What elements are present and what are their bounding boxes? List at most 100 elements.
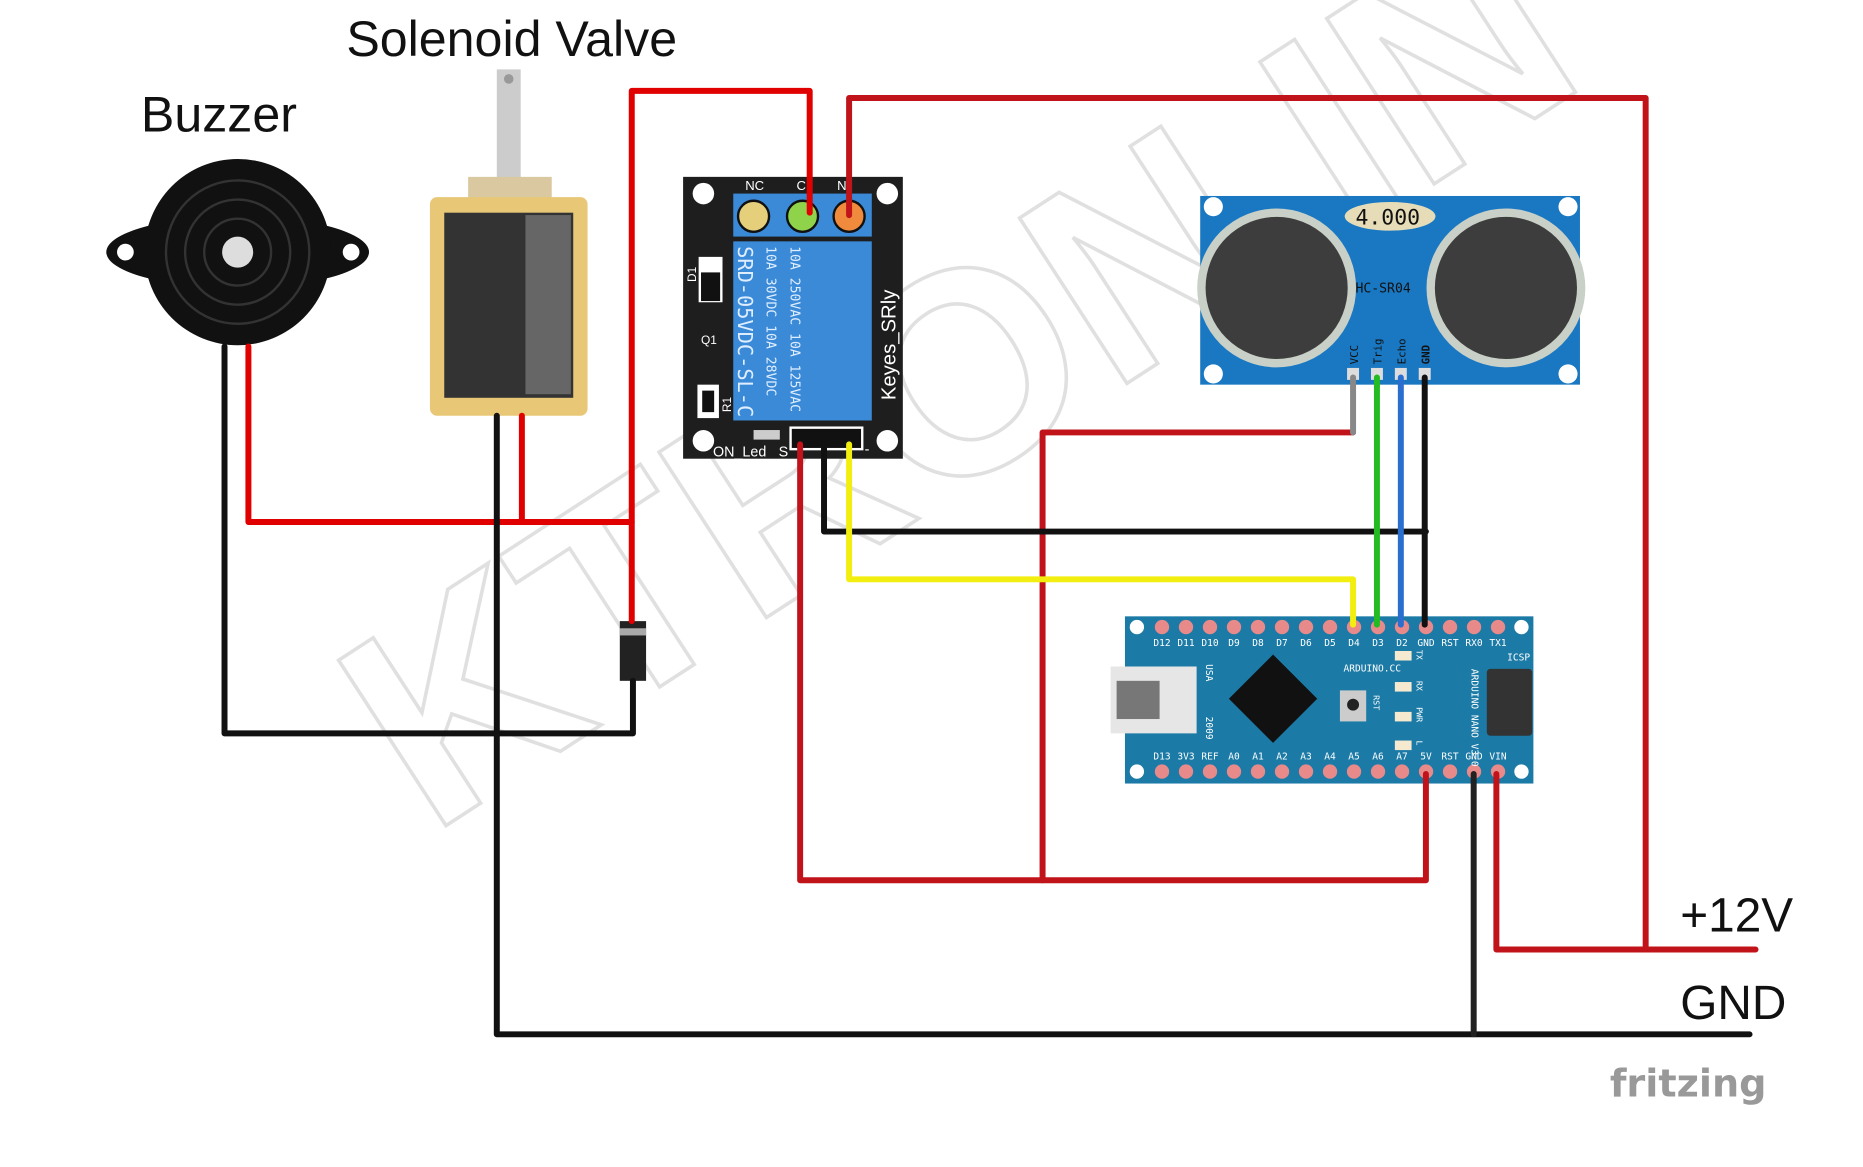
relay-nc-label: NC <box>745 178 764 193</box>
wire-relay-in-d4 <box>846 441 1357 628</box>
pin-label: A2 <box>1276 752 1288 763</box>
pin-label: D4 <box>1348 638 1360 649</box>
led-pwr: PWR <box>1414 707 1424 723</box>
pin-ref <box>1202 764 1218 779</box>
led-l: L <box>1414 741 1424 746</box>
relay-minus-label: - <box>865 442 870 458</box>
pin-label: 5V <box>1420 752 1432 763</box>
pin-a5 <box>1346 764 1362 779</box>
plus-12v-label: +12V <box>1680 890 1793 943</box>
pin-a0 <box>1226 764 1242 779</box>
relay-module <box>683 176 903 459</box>
led-rx: RX <box>1414 681 1424 691</box>
diode <box>619 621 647 681</box>
sensor-pin-echo: Echo <box>1396 338 1409 364</box>
pin-label: A1 <box>1252 752 1264 763</box>
arduino-bottom-pins: D13 3V3 REF A0 A1 A2 A3 A4 A5 A6 A7 5V RST GND VIN <box>1153 752 1507 779</box>
arduino-nano <box>1110 616 1534 784</box>
pin-label: RST <box>1441 752 1458 763</box>
solenoid-valve <box>429 69 588 416</box>
pin-a4 <box>1322 764 1338 779</box>
pin-d12 <box>1154 619 1170 635</box>
fritzing-logo: fritzing <box>1610 1062 1767 1106</box>
relay-name: Keyes_SRly <box>879 289 901 400</box>
sensor-display: 4.000 <box>1355 206 1420 231</box>
pin-label: D12 <box>1153 638 1170 649</box>
pin-d11 <box>1178 619 1194 635</box>
arduino-brand: ARDUINO.CC <box>1344 663 1401 674</box>
pin-label: A3 <box>1300 752 1312 763</box>
pin-label: D6 <box>1300 638 1312 649</box>
pin-label: RX0 <box>1465 638 1482 649</box>
pin-label: D11 <box>1177 638 1194 649</box>
pin-label: A0 <box>1228 752 1240 763</box>
sensor-pin-vcc: VCC <box>1348 345 1361 364</box>
wire-relay-com <box>628 87 813 625</box>
gnd-label: GND <box>1680 977 1786 1030</box>
relay-no-label: N <box>837 178 846 193</box>
arduino-model: ARDUINO NANO V3.0 <box>1468 669 1479 767</box>
relay-model: SRD-05VDC-SL-C <box>733 246 757 417</box>
pin-label: REF <box>1201 752 1218 763</box>
pin-a1 <box>1250 764 1266 779</box>
relay-c-label: C <box>797 178 806 193</box>
pin-rx0 <box>1466 619 1482 635</box>
sensor-pin-trig: Trig <box>1372 338 1385 364</box>
buzzer <box>106 158 370 346</box>
pin-label: A7 <box>1396 752 1408 763</box>
arduino-rst: RST <box>1371 695 1381 710</box>
arduino-year: 2009 <box>1203 717 1214 740</box>
wire-relay-gnd <box>821 441 1429 535</box>
pin-label: 3V3 <box>1177 752 1194 763</box>
pin-a2 <box>1274 764 1290 779</box>
pin-label: D7 <box>1276 638 1288 649</box>
pin-label: A5 <box>1348 752 1360 763</box>
pin-label: D8 <box>1252 638 1264 649</box>
solenoid-label: Solenoid Valve <box>346 11 677 67</box>
pin-tx1 <box>1490 619 1506 635</box>
pin-d7 <box>1274 619 1290 635</box>
pin-a7 <box>1394 764 1410 779</box>
relay-rating-dc: 10A 30VDC 10A 28VDC <box>763 246 778 396</box>
pin-d8 <box>1250 619 1266 635</box>
pin-d13 <box>1154 764 1170 779</box>
relay-q1-label: Q1 <box>701 333 717 347</box>
pin-label: D13 <box>1153 752 1170 763</box>
wires <box>221 87 1759 1038</box>
wire-relay-signal-5v <box>797 441 1429 884</box>
pin-label: A6 <box>1372 752 1384 763</box>
led-tx: TX <box>1414 650 1424 660</box>
pin-label: TX1 <box>1489 638 1506 649</box>
relay-s-label: S <box>779 444 789 460</box>
sensor-pin-gnd: GND <box>1419 345 1432 364</box>
pin-d10 <box>1202 619 1218 635</box>
pin-a6 <box>1370 764 1386 779</box>
sensor-name: HC-SR04 <box>1355 282 1410 297</box>
pin-label: D2 <box>1396 638 1408 649</box>
wire-buzzer-gnd <box>221 343 636 737</box>
pin-d6 <box>1298 619 1314 635</box>
pin-rst <box>1442 764 1458 779</box>
buzzer-label: Buzzer <box>141 86 297 142</box>
relay-onled-label: ON_Led <box>713 444 766 460</box>
pin-label: A4 <box>1324 752 1336 763</box>
wire-vin-12v <box>1493 770 1759 953</box>
pin-label: D10 <box>1201 638 1218 649</box>
wire-sensor-vcc <box>1039 429 1357 884</box>
relay-d1-label: D1 <box>685 266 699 282</box>
pin-label: VIN <box>1489 752 1506 763</box>
wire-buzzer-pos <box>245 343 635 525</box>
pin-d5 <box>1322 619 1338 635</box>
wire-relay-no-12v <box>846 95 1649 953</box>
relay-rating-ac: 10A 250VAC 10A 125VAC <box>787 246 802 412</box>
pin-label: GND <box>1417 638 1434 649</box>
pin-label: RST <box>1441 638 1458 649</box>
pin-label: D9 <box>1228 638 1240 649</box>
relay-r1-label: R1 <box>720 397 734 413</box>
pin-label: GND <box>1465 752 1482 763</box>
arduino-top-pins: D12 D11 D10 D9 D8 D7 D6 D5 D4 D3 D2 GND RST RX0 TX1 <box>1153 619 1507 649</box>
wire-solenoid-gnd <box>493 412 1753 1038</box>
pin-label: D5 <box>1324 638 1336 649</box>
pin-label: D3 <box>1372 638 1384 649</box>
